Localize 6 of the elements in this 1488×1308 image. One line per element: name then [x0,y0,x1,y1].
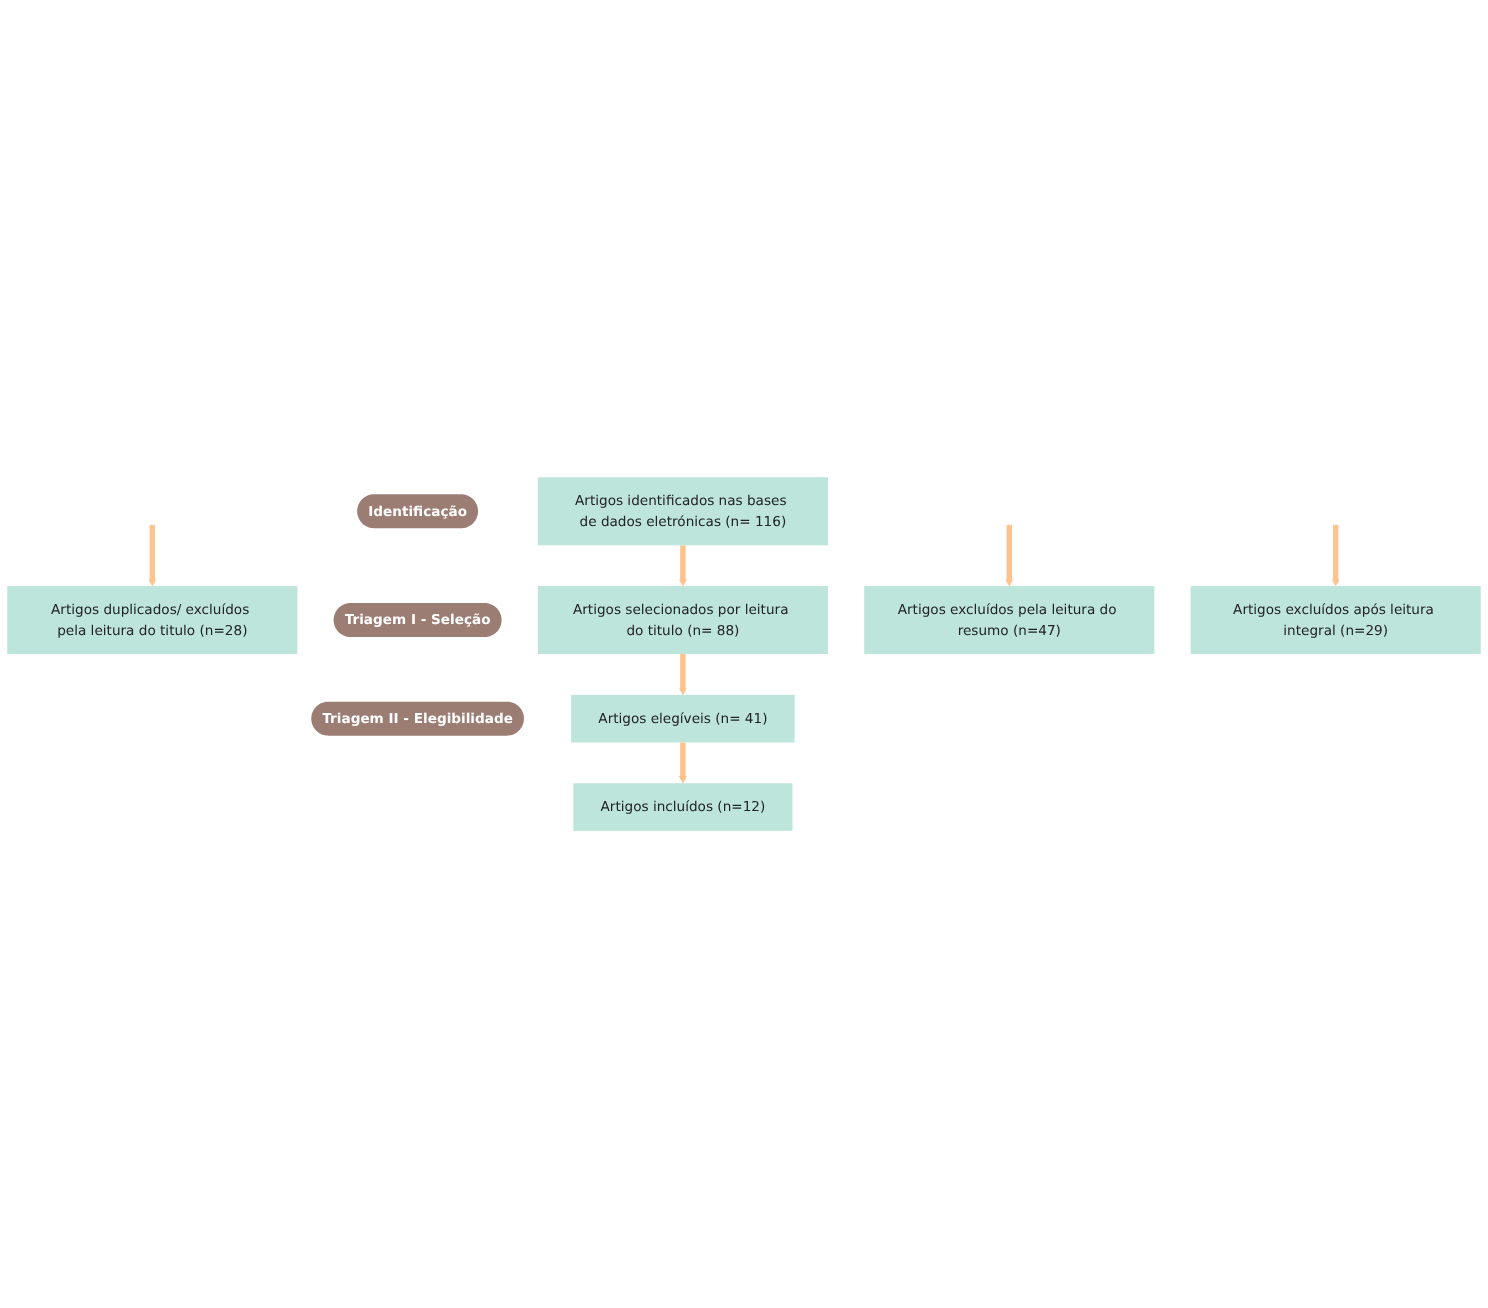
arrow [148,524,157,587]
arrow [1005,524,1014,587]
arrow [678,654,687,696]
arrow [678,545,687,587]
arrow [678,742,687,784]
arrow [1331,524,1340,587]
